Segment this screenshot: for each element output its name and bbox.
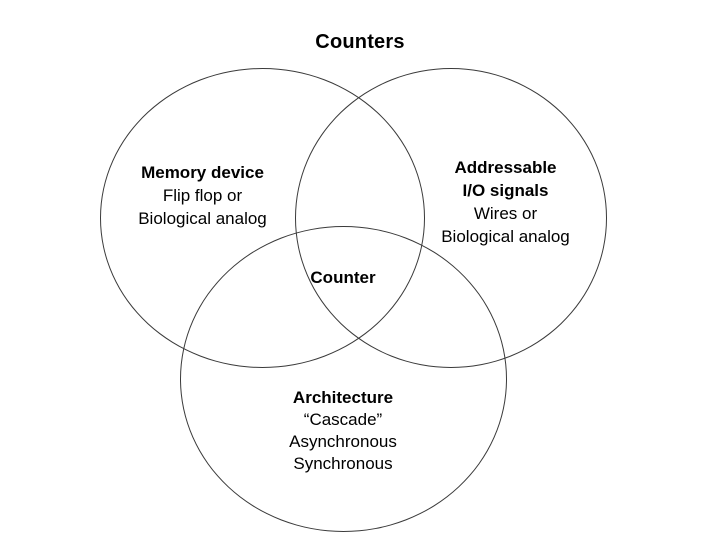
center-overlap-label: Counter (310, 268, 376, 287)
io-signals-label: Addressable I/O signals Wires or Biologi… (408, 156, 603, 248)
memory-device-label: Memory device Flip flop or Biological an… (105, 161, 300, 230)
memory-device-line-1: Flip flop or (162, 186, 243, 205)
architecture-circle (180, 226, 507, 532)
io-signals-heading-1: Addressable (454, 158, 557, 177)
io-signals-heading-2: I/O signals (462, 181, 549, 200)
architecture-heading: Architecture (292, 388, 394, 407)
memory-device-heading: Memory device (141, 163, 264, 182)
memory-device-line-2: Biological analog (138, 209, 267, 228)
architecture-line-2: Asynchronous (289, 432, 397, 451)
architecture-line-1: “Cascade” (303, 410, 383, 429)
architecture-line-3: Synchronous (293, 454, 393, 473)
io-signals-line-1: Wires or (473, 204, 538, 223)
page-title: Counters (315, 31, 405, 53)
architecture-label: Architecture “Cascade” Asynchronous Sync… (248, 387, 438, 475)
io-signals-line-2: Biological analog (441, 227, 570, 246)
